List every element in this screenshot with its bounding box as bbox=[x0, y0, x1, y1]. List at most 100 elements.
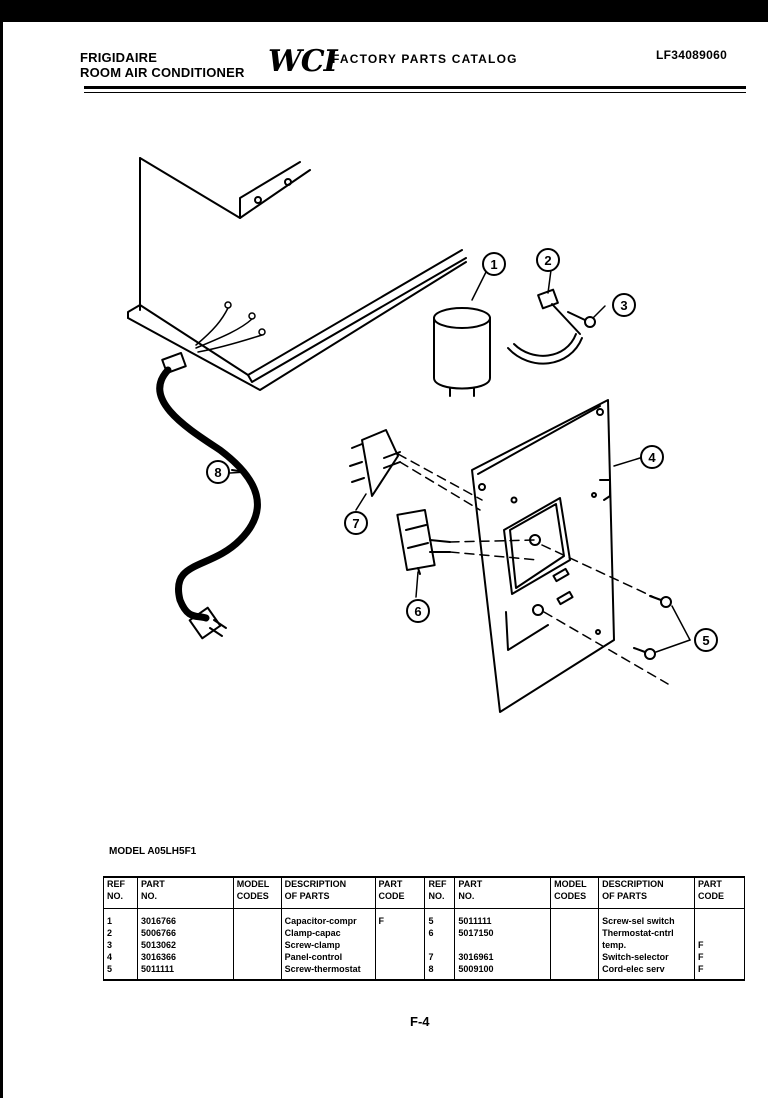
cell-code: F bbox=[694, 963, 745, 981]
callout-6: 6 bbox=[414, 604, 421, 619]
callout-circle-1 bbox=[482, 252, 506, 276]
cell-code bbox=[374, 951, 426, 963]
control-panel-drawing bbox=[471, 399, 615, 713]
left-scan-edge bbox=[0, 22, 3, 1098]
callout-4: 4 bbox=[648, 450, 656, 465]
cell-code bbox=[694, 927, 745, 939]
cell-model bbox=[550, 951, 600, 963]
cell-model bbox=[232, 951, 282, 963]
cell-part bbox=[454, 939, 552, 951]
cell-part: 3016366 bbox=[136, 951, 234, 963]
cell-model bbox=[232, 927, 282, 939]
cell-desc: Screw-clamp bbox=[280, 939, 376, 951]
cell-ref: 8 bbox=[424, 963, 456, 981]
callout-circle-2 bbox=[536, 248, 560, 272]
catalog-title: FACTORY PARTS CATALOG bbox=[332, 52, 518, 66]
cell-part: 5009100 bbox=[454, 963, 552, 981]
callout-circle-4 bbox=[640, 445, 664, 469]
callout-5: 5 bbox=[702, 633, 709, 648]
cell-desc: Screw-sel switch bbox=[598, 908, 695, 927]
header-rule-thin bbox=[84, 92, 746, 93]
cell-part: 5006766 bbox=[136, 927, 234, 939]
cell-ref: 3 bbox=[103, 939, 138, 951]
cell-code bbox=[694, 908, 745, 927]
cell-part: 5011111 bbox=[454, 908, 552, 927]
cell-code bbox=[374, 927, 426, 939]
cell-part: 5011111 bbox=[136, 963, 234, 981]
callout-circle-5 bbox=[694, 628, 718, 652]
callout-circle-3 bbox=[612, 293, 636, 317]
cell-model bbox=[232, 963, 282, 981]
cell-code: F bbox=[374, 908, 426, 927]
cell-model bbox=[550, 939, 600, 951]
callout-1: 1 bbox=[490, 257, 497, 272]
callout-8: 8 bbox=[214, 465, 221, 480]
cell-desc: temp. bbox=[598, 939, 695, 951]
cell-part: 3016961 bbox=[454, 951, 552, 963]
exploded-parts-diagram: 1 2 3 4 5 6 7 8 bbox=[127, 157, 718, 713]
capacitor-clamp-drawing bbox=[507, 288, 583, 365]
cell-model bbox=[232, 908, 282, 927]
brand-name: FRIGIDAIRE bbox=[80, 50, 158, 65]
selector-switch-drawing bbox=[349, 429, 401, 497]
product-line: ROOM AIR CONDITIONER bbox=[80, 65, 245, 80]
wci-logo: WCI bbox=[268, 44, 338, 79]
cell-part: 5017150 bbox=[454, 927, 552, 939]
wire-harness-drawing bbox=[195, 301, 266, 353]
cell-ref bbox=[424, 939, 456, 951]
callout-3: 3 bbox=[620, 298, 627, 313]
cabinet-corner-drawing bbox=[127, 157, 467, 391]
header-rule bbox=[84, 86, 746, 89]
cell-desc: Switch-selector bbox=[598, 951, 695, 963]
cell-part: 3016766 bbox=[136, 908, 234, 927]
cell-ref: 1 bbox=[103, 908, 138, 927]
cell-ref: 5 bbox=[424, 908, 456, 927]
cell-code bbox=[374, 963, 426, 981]
cell-code: F bbox=[694, 951, 745, 963]
cell-desc: Screw-thermostat bbox=[280, 963, 376, 981]
cell-ref: 7 bbox=[424, 951, 456, 963]
cell-code: F bbox=[694, 939, 745, 951]
cell-model bbox=[550, 908, 600, 927]
thermostat-screws-drawing bbox=[633, 595, 672, 660]
cell-ref: 2 bbox=[103, 927, 138, 939]
callout-circle-6 bbox=[406, 599, 430, 623]
cell-ref: 6 bbox=[424, 927, 456, 939]
top-black-bar bbox=[0, 0, 768, 22]
thermostat-drawing bbox=[396, 508, 451, 575]
assembly-guide-lines bbox=[397, 453, 669, 685]
cell-model bbox=[550, 927, 600, 939]
callout-circle-7 bbox=[344, 511, 368, 535]
model-label: MODEL A05LH5F1 bbox=[109, 846, 197, 857]
cell-desc: Cord-elec serv bbox=[598, 963, 695, 981]
screw-clamp-drawing bbox=[567, 311, 596, 328]
cell-code bbox=[374, 939, 426, 951]
cell-desc: Panel-control bbox=[280, 951, 376, 963]
capacitor-drawing bbox=[433, 307, 491, 397]
callout-leaders bbox=[229, 269, 691, 653]
cell-desc: Capacitor-compr bbox=[280, 908, 376, 927]
brand-block: FRIGIDAIRE ROOM AIR CONDITIONER bbox=[80, 50, 245, 80]
cell-ref: 5 bbox=[103, 963, 138, 981]
callout-2: 2 bbox=[544, 253, 551, 268]
cell-ref: 4 bbox=[103, 951, 138, 963]
cell-model bbox=[550, 963, 600, 981]
cell-model bbox=[232, 939, 282, 951]
callout-circles bbox=[206, 248, 718, 652]
callout-7: 7 bbox=[352, 516, 359, 531]
